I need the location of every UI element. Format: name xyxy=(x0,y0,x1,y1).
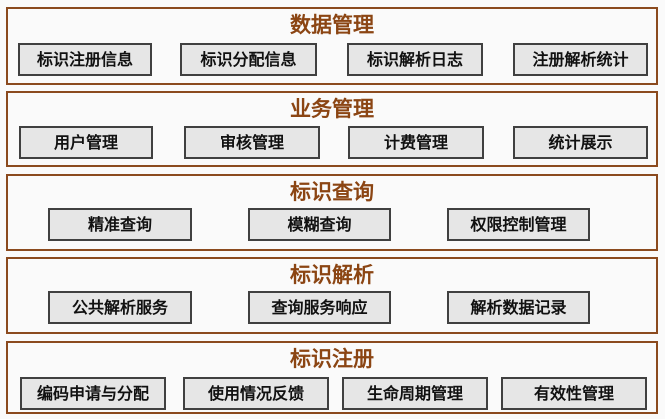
layer-title: 数据管理 xyxy=(290,13,374,37)
layer-title: 业务管理 xyxy=(290,97,374,121)
module-box: 标识注册信息 xyxy=(18,43,152,76)
module-box: 注册解析统计 xyxy=(513,43,648,76)
layer-identifier-registration: 标识注册 编码申请与分配 使用情况反馈 生命周期管理 有效性管理 xyxy=(6,341,658,414)
module-box: 生命周期管理 xyxy=(342,377,488,410)
module-box: 解析数据记录 xyxy=(447,291,590,324)
module-box: 模糊查询 xyxy=(248,208,391,241)
module-box: 计费管理 xyxy=(348,126,484,159)
module-box: 有效性管理 xyxy=(501,377,647,410)
module-box: 权限控制管理 xyxy=(447,208,590,241)
layer-title: 标识查询 xyxy=(290,180,374,204)
module-box: 使用情况反馈 xyxy=(183,377,329,410)
module-box: 标识分配信息 xyxy=(180,43,317,76)
module-box: 编码申请与分配 xyxy=(20,377,166,410)
module-box: 公共解析服务 xyxy=(48,291,192,324)
layer-data-management: 数据管理 标识注册信息 标识分配信息 标识解析日志 注册解析统计 xyxy=(6,7,658,85)
module-box: 查询服务响应 xyxy=(248,291,391,324)
module-box: 精准查询 xyxy=(48,208,192,241)
layer-identifier-resolution: 标识解析 公共解析服务 查询服务响应 解析数据记录 xyxy=(6,257,658,334)
layer-business-management: 业务管理 用户管理 审核管理 计费管理 统计展示 xyxy=(6,91,658,167)
module-box: 统计展示 xyxy=(513,126,648,159)
module-box: 审核管理 xyxy=(184,126,320,159)
layer-title: 标识解析 xyxy=(290,263,374,287)
module-box: 用户管理 xyxy=(19,126,153,159)
layer-identifier-query: 标识查询 精准查询 模糊查询 权限控制管理 xyxy=(6,174,658,251)
module-box: 标识解析日志 xyxy=(347,43,483,76)
layer-title: 标识注册 xyxy=(290,347,374,371)
